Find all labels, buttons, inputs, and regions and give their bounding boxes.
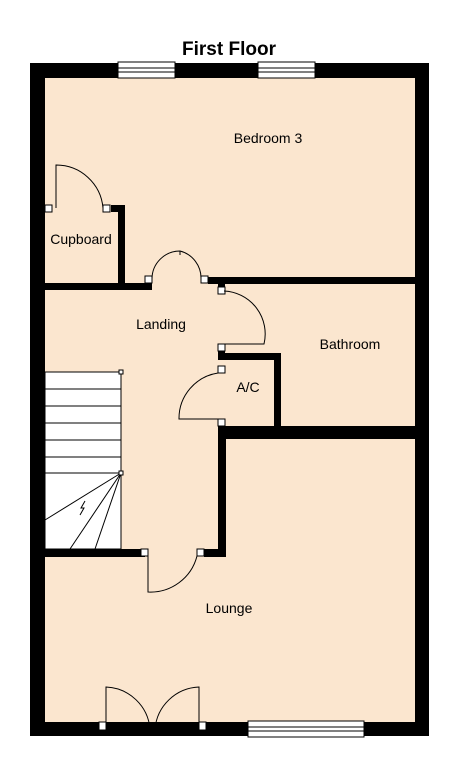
staircase <box>44 369 124 550</box>
door-jambs <box>44 204 226 731</box>
windows <box>117 61 365 738</box>
room-label-ac: A/C <box>236 379 259 395</box>
room-label-bedroom: Bedroom 3 <box>234 130 303 146</box>
room-label-bathroom: Bathroom <box>320 336 381 352</box>
page-title: First Floor <box>182 39 277 60</box>
door-swings <box>55 164 266 730</box>
window-top-right <box>257 61 316 79</box>
window-top-left <box>117 61 176 79</box>
room-label-landing: Landing <box>136 316 186 332</box>
room-label-lounge: Lounge <box>206 600 253 616</box>
window-bottom <box>247 720 365 738</box>
room-label-cupboard: Cupboard <box>50 231 112 247</box>
